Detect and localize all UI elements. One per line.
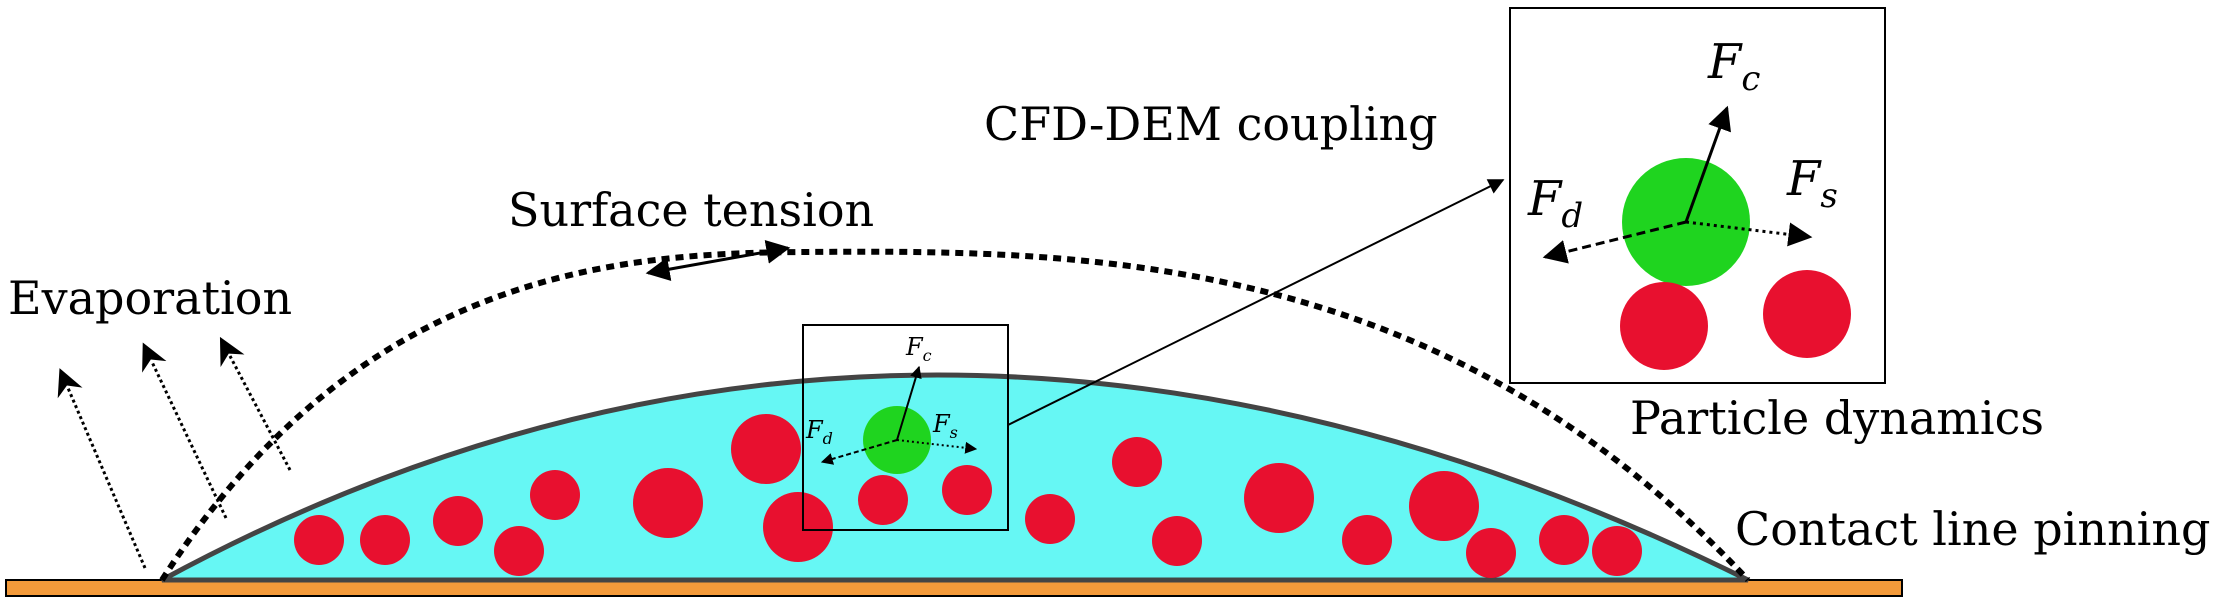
- force-label-surface-large: Fs: [1786, 151, 1838, 216]
- particle: [1342, 515, 1392, 565]
- particle: [1112, 437, 1162, 487]
- surface-tension-arc: [159, 248, 1751, 583]
- evaporation-arrow: [57, 368, 147, 569]
- particle: [530, 470, 580, 520]
- force-arrow-drag: [820, 439, 898, 465]
- force-arrow-drag-large: [1542, 220, 1687, 264]
- force-label-drag-large: Fd: [1527, 171, 1583, 236]
- particle: [1152, 516, 1202, 566]
- label-contact-line: Contact line pinning: [1735, 502, 2210, 556]
- particle: [1409, 471, 1479, 541]
- particle: [942, 465, 992, 515]
- zoom-connector: [1007, 179, 1505, 426]
- label-evaporation: Evaporation: [8, 271, 292, 325]
- particles-group: [294, 414, 1642, 578]
- force-arrow-surface: [896, 439, 978, 454]
- particle: [1592, 526, 1642, 576]
- particle: [763, 492, 833, 562]
- particle: [433, 496, 483, 546]
- force-label-drag: Fd: [805, 416, 833, 448]
- particle: [1539, 515, 1589, 565]
- evaporation-arrow: [142, 342, 228, 519]
- zoom-box-small: [802, 324, 1009, 531]
- surface-tension-arrow: [645, 239, 791, 282]
- particle: [633, 468, 703, 538]
- particle: [858, 475, 908, 525]
- force-label-contact-large: Fc: [1707, 34, 1760, 99]
- force-label-surface: Fs: [932, 410, 958, 442]
- force-arrow-contact-large: [1684, 105, 1731, 223]
- label-cfd-dem: CFD-DEM coupling: [984, 97, 1438, 151]
- force-label-contact: Fc: [905, 333, 932, 365]
- particle: [294, 515, 344, 565]
- label-particle-dynamics: Particle dynamics: [1630, 391, 2044, 445]
- particle: [1025, 494, 1075, 544]
- label-surface-tension: Surface tension: [508, 183, 874, 237]
- particle: [1244, 463, 1314, 533]
- particle: [1466, 528, 1516, 578]
- particle: [360, 515, 410, 565]
- particle-large: [1763, 270, 1851, 358]
- particle: [731, 414, 801, 484]
- force-arrow-contact: [896, 365, 922, 441]
- particle-large: [1620, 282, 1708, 370]
- particle: [494, 526, 544, 576]
